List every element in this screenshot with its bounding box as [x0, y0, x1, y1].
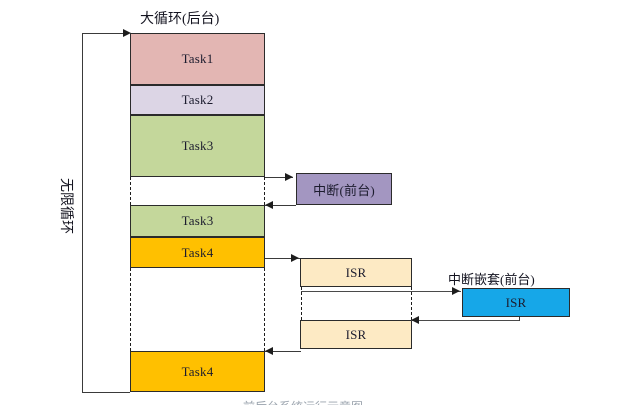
figure-caption: 前后台系统运行示意图: [243, 398, 473, 405]
interrupt-enter-arrow-icon: [285, 172, 293, 181]
preempt-rail-right-upper: [264, 177, 265, 205]
nested-isr-block: ISR: [462, 288, 570, 317]
loop-bracket-top-arm: [82, 33, 124, 34]
task-block-task4-first: Task4: [130, 237, 265, 268]
isr-block-upper: ISR: [300, 258, 412, 287]
main-loop-title: 大循环(后台): [140, 12, 220, 27]
isr-rail-right: [411, 287, 412, 320]
loop-bracket-spine: [82, 33, 83, 392]
nested-enter-line: [301, 291, 461, 292]
isr-rail-left: [301, 287, 302, 320]
isr-return-line: [265, 351, 301, 352]
interrupt-return-line: [265, 205, 296, 206]
preempt-rail-left-upper: [130, 177, 131, 205]
task-block-task1: Task1: [130, 33, 265, 85]
nested-return-drop: [519, 317, 520, 321]
isr-enter-arrow-icon: [291, 253, 299, 262]
preempt-rail-left-lower: [130, 268, 131, 351]
isr-return-arrow-icon: [265, 346, 273, 355]
interrupt-return-arrow-icon: [265, 200, 273, 209]
loop-arrow-head-icon: [123, 28, 131, 37]
isr-block-lower: ISR: [300, 320, 412, 349]
nested-interrupt-caption: 中断嵌套(前台): [448, 272, 535, 287]
loop-bracket-bottom-arm: [82, 392, 130, 393]
nested-return-line: [411, 320, 520, 321]
nested-return-arrow-icon: [411, 315, 419, 324]
task-block-task2: Task2: [130, 85, 265, 115]
interrupt-enter-line: [265, 177, 293, 178]
isr-enter-line: [265, 258, 300, 259]
interrupt-block: 中断(前台): [296, 173, 392, 205]
task-block-task4-resumed: Task4: [130, 351, 265, 392]
task-block-task3-resumed: Task3: [130, 205, 265, 237]
preempt-rail-right-lower: [264, 268, 265, 351]
task-block-task3-first: Task3: [130, 115, 265, 177]
infinite-loop-label: 无限循环: [58, 178, 73, 234]
nested-enter-arrow-icon: [452, 286, 460, 295]
